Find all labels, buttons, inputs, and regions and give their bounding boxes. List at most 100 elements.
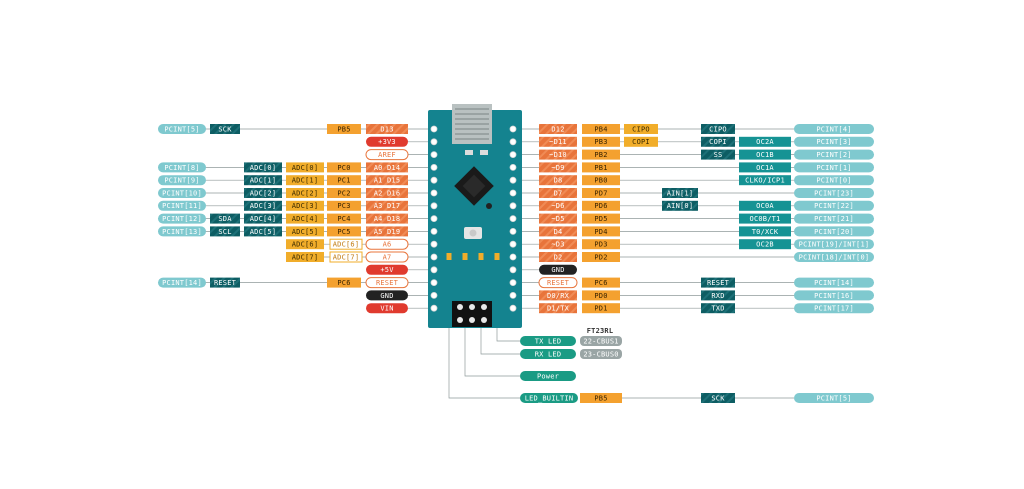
right-header-pin [509,125,517,133]
bottom-pcint-5-tag: PCINT[5] [794,393,874,403]
right-port-pb1-text: PB1 [594,164,607,172]
right-header-pin [509,189,517,197]
right-pin-d12: D12 [539,124,577,134]
right-port-pb3-text: PB3 [594,138,607,146]
right-copi-tag: COPI [624,136,658,147]
left-pcint-14-tag: PCINT[14] [158,277,206,288]
left-pcint-9-tag: PCINT[9] [158,175,206,186]
left-pin-5v-text: +5V [380,266,394,274]
left-header-pin [430,227,438,235]
right-pcint-21-tag: PCINT[21] [794,213,874,224]
board-led-4 [494,253,500,260]
tag-pb5-text: PB5 [594,394,607,402]
led-led-builtin: LED_BUILTIN [520,393,578,403]
bottom-sck-tag-text: SCK [711,394,725,402]
right-rxd-tag-text: RXD [711,292,724,300]
right-copi-tag: COPI [701,136,735,147]
right-pin-d12-text: D12 [551,125,564,133]
right-port-pd5-text: PD5 [594,215,607,223]
right-header-pin [509,304,517,312]
right-port-pd0: PD0 [582,290,620,301]
right-port-pb0: PB0 [582,175,620,186]
right-pcint-1-tag: PCINT[1] [794,162,874,173]
left-adc-6-tag: ADC[6] [329,238,363,250]
right-pcint-21-tag-text: PCINT[21] [814,215,854,223]
left-adc-6-tag: ADC[6] [286,239,324,250]
right-pcint-2-tag-text: PCINT[2] [816,151,851,159]
left-port-pb5-text: PB5 [337,125,350,133]
right-port-pd0-text: PD0 [594,292,607,300]
right-pcint-14-tag: PCINT[14] [794,277,874,288]
left-pin-a3-d17-text: A3 D17 [374,202,401,210]
left-sck-tag: SCK [210,124,240,134]
left-pin-reset-text: RESET [376,279,399,287]
left-adc-7-tag-text: ADC[7] [292,253,319,261]
right-txd-tag-text: TXD [711,305,724,313]
right-ain-0-tag: AIN[0] [662,200,698,211]
right-pcint-23-tag: PCINT[23] [794,188,874,198]
left-header-pin [430,176,438,184]
right-pin-d0-rx-text: D0/RX [547,292,570,300]
left-pin-a0-d14-text: A0 D14 [374,164,401,172]
right-port-pd7: PD7 [582,188,620,198]
left-port-pc2: PC2 [327,188,361,198]
left-pcint-13-tag: PCINT[13] [158,226,206,237]
left-header-pin [430,279,438,287]
right-pcint-20-tag-text: PCINT[20] [814,228,854,236]
left-adc-0-tag-text: ADC[0] [250,164,277,172]
right-pcint-16-tag-text: PCINT[16] [814,292,854,300]
right-pin-d8: D8 [539,175,577,186]
right-pin-d7: D7 [539,188,577,198]
right-pin-d10: ~D10 [539,149,577,160]
right-copi-tag-text: COPI [632,138,650,146]
icsp-header [452,301,492,327]
right-port-pd7-text: PD7 [594,189,607,197]
right-pin-d6: ~D6 [539,200,577,211]
led-led-builtin-text: LED_BUILTIN [525,394,574,402]
left-pin-a2-d16: A2 D16 [366,188,408,198]
left-port-pc1: PC1 [327,175,361,186]
left-pcint-11-tag-text: PCINT[11] [162,202,202,210]
led-rx-led-text: RX LED [535,350,562,358]
right-port-pc6: PC6 [582,277,620,288]
right-pin-d9-text: ~D9 [551,164,564,172]
right-oc2a-tag: OC2A [739,136,791,147]
left-port-pc4: PC4 [327,213,361,224]
left-pcint-10-tag-text: PCINT[10] [162,189,202,197]
left-pin-3v3-text: +3V3 [378,138,396,146]
left-pin-vin-text: VIN [380,305,393,313]
left-adc-1-tag-text: ADC[1] [292,177,319,185]
left-scl-tag-text: SCL [218,228,231,236]
right-pin-d4-text: D4 [554,228,563,236]
left-header-pin [430,138,438,146]
left-adc-1-tag-text: ADC[1] [250,177,277,185]
right-header-pin [509,176,517,184]
right-pcint-17-tag: PCINT[17] [794,303,874,314]
left-adc-2-tag: ADC[2] [286,188,324,198]
left-sda-tag-text: SDA [218,215,232,223]
right-port-pb2-text: PB2 [594,151,607,159]
left-port-pc5: PC5 [327,226,361,237]
left-adc-0-tag-text: ADC[0] [292,164,319,172]
left-adc-1-tag: ADC[1] [244,175,282,186]
arduino-nano-board [428,104,522,328]
left-port-pc2-text: PC2 [337,189,350,197]
left-pcint-8-tag-text: PCINT[8] [164,164,199,172]
left-pcint-11-tag: PCINT[11] [158,200,206,211]
microcontroller-chip [454,166,494,206]
right-pcint-4-tag: PCINT[4] [794,124,874,134]
right-pin-d7-text: D7 [554,189,563,197]
right-oc0b-t1-tag: OC0B/T1 [739,213,791,224]
right-port-pd2: PD2 [582,252,620,262]
right-oc2b-tag-text: OC2B [756,241,774,249]
led-tx-led: TX LED [520,336,576,346]
left-port-pc6: PC6 [327,277,361,288]
right-oc1a-tag-text: OC1A [756,164,774,172]
left-adc-7-tag: ADC[7] [329,251,363,263]
right-pin-reset: RESET [538,277,578,289]
right-pin-d11: ~D11 [539,136,577,147]
left-port-pc4-text: PC4 [337,215,350,223]
right-pin-d10-text: ~D10 [549,151,567,159]
right-pcint-2-tag: PCINT[2] [794,149,874,160]
right-cipo-tag-text: CIPO [632,125,650,133]
